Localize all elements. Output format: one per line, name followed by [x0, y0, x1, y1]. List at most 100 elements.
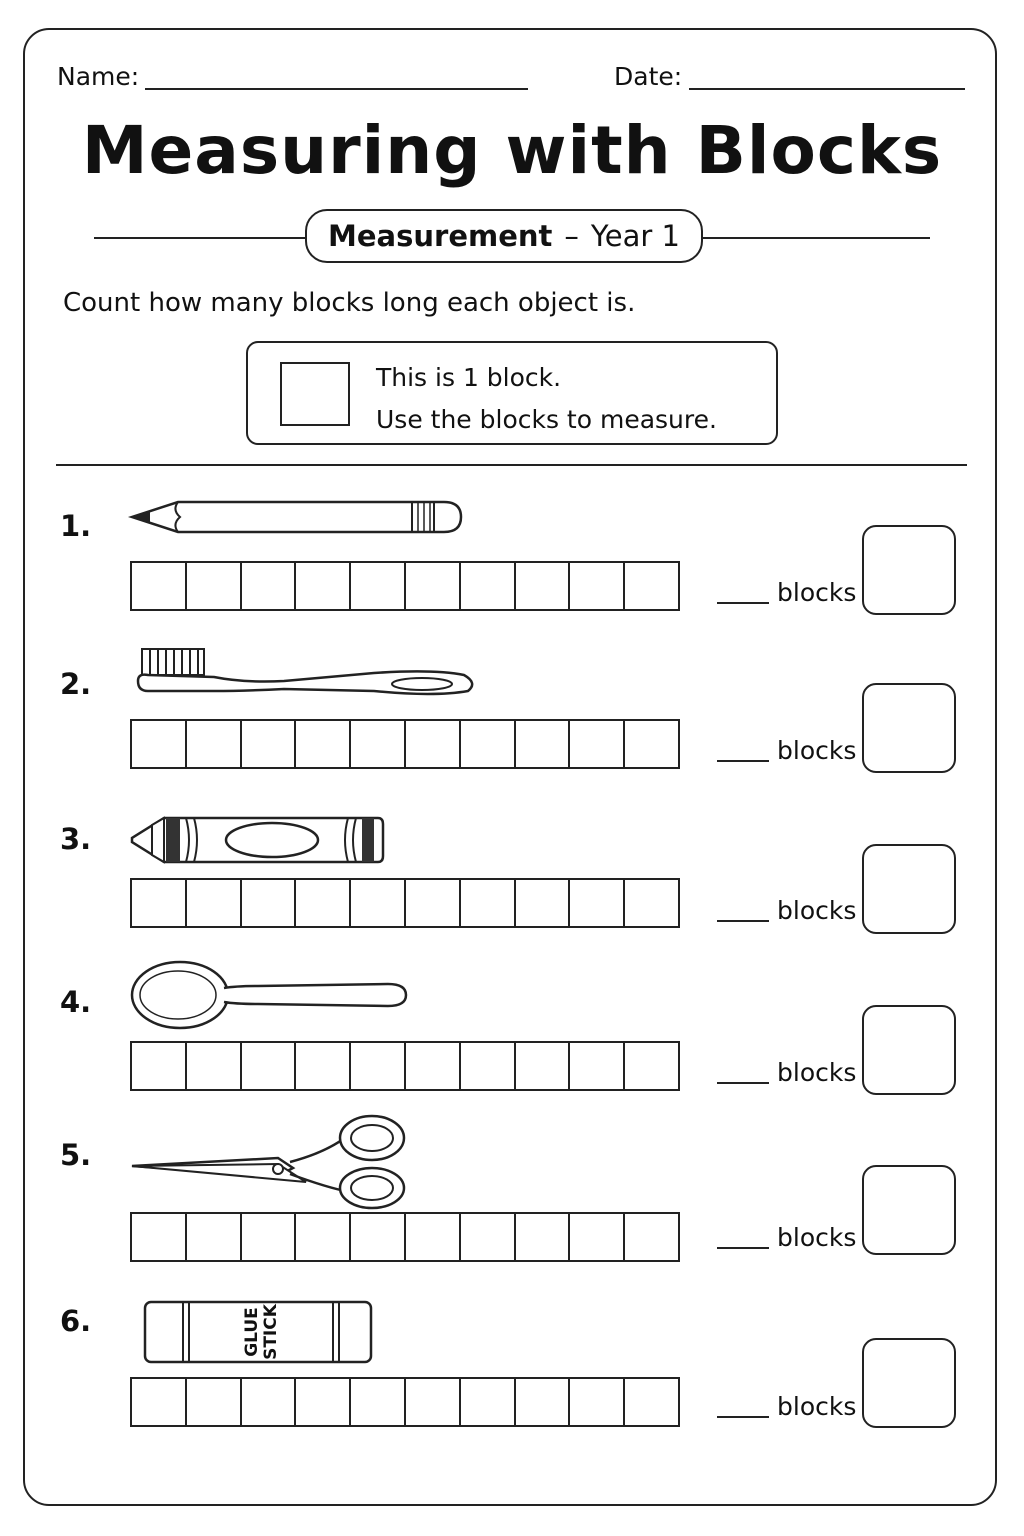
block-cell: [516, 1379, 571, 1425]
block-cell: [351, 1379, 406, 1425]
crayon-icon: [130, 816, 385, 864]
block-cell: [625, 1043, 678, 1089]
block-cell: [187, 880, 242, 926]
block-cell: [625, 1214, 678, 1260]
answer-box[interactable]: [862, 525, 956, 615]
block-cell: [625, 563, 678, 609]
block-cell: [570, 721, 626, 767]
name-field[interactable]: [145, 88, 528, 90]
block-cell: [132, 563, 187, 609]
glue-stick-label: GLUE STICK: [217, 1302, 307, 1362]
answer-box[interactable]: [862, 1165, 956, 1255]
block-cell: [242, 1214, 297, 1260]
glue-stick-icon: GLUE STICK: [143, 1300, 373, 1364]
block-cell: [625, 1379, 678, 1425]
date-field[interactable]: [689, 88, 965, 90]
name-label: Name:: [57, 62, 140, 91]
answer-box[interactable]: [862, 1005, 956, 1095]
divider: [56, 464, 967, 466]
block-strip: [130, 561, 680, 611]
block-cell: [242, 721, 297, 767]
block-cell: [516, 563, 571, 609]
block-strip: [130, 719, 680, 769]
block-cell: [187, 1379, 242, 1425]
block-cell: [242, 1043, 297, 1089]
unit-label: blocks: [777, 736, 857, 765]
block-strip: [130, 1041, 680, 1091]
sample-block: [280, 362, 350, 426]
block-cell: [351, 880, 406, 926]
block-cell: [242, 1379, 297, 1425]
block-cell: [461, 721, 516, 767]
block-cell: [296, 563, 352, 609]
block-cell: [461, 880, 516, 926]
block-cell: [625, 721, 678, 767]
glue-stick-text-2: STICK: [260, 1304, 281, 1360]
toothbrush-icon: [136, 648, 474, 696]
unit-label: blocks: [777, 1058, 857, 1087]
unit-label: blocks: [777, 1223, 857, 1252]
block-cell: [242, 563, 297, 609]
instruction-text: Count how many blocks long each object i…: [63, 288, 636, 318]
subtitle-badge: Measurement – Year 1: [305, 209, 703, 263]
count-answer-line[interactable]: [717, 920, 769, 922]
block-cell: [406, 721, 461, 767]
block-cell: [461, 1043, 516, 1089]
block-strip: [130, 878, 680, 928]
worksheet-border: [23, 28, 997, 1506]
block-cell: [132, 721, 187, 767]
block-cell: [406, 1214, 461, 1260]
subtitle-separator: –: [564, 219, 579, 253]
subtitle-rule-right: [702, 237, 930, 239]
subtitle-level: Year 1: [590, 219, 680, 253]
unit-label: blocks: [777, 1392, 857, 1421]
item-number: 4.: [60, 985, 92, 1019]
block-cell: [296, 1043, 352, 1089]
count-answer-line[interactable]: [717, 1082, 769, 1084]
block-cell: [461, 1379, 516, 1425]
block-cell: [406, 1379, 461, 1425]
block-cell: [570, 880, 626, 926]
block-key: This is 1 block. Use the blocks to measu…: [246, 341, 778, 445]
unit-label: blocks: [777, 578, 857, 607]
block-strip: [130, 1212, 680, 1262]
block-cell: [132, 1214, 187, 1260]
answer-box[interactable]: [862, 844, 956, 934]
block-cell: [296, 1379, 352, 1425]
subtitle-topic: Measurement: [328, 219, 553, 253]
glue-stick-text-1: GLUE: [241, 1307, 262, 1357]
unit-label: blocks: [777, 896, 857, 925]
block-cell: [351, 1214, 406, 1260]
item-number: 6.: [60, 1304, 92, 1338]
key-line-1: This is 1 block.: [376, 363, 562, 392]
answer-box[interactable]: [862, 683, 956, 773]
item-number: 1.: [60, 509, 92, 543]
count-answer-line[interactable]: [717, 1247, 769, 1249]
block-cell: [351, 721, 406, 767]
block-cell: [516, 1214, 571, 1260]
block-cell: [187, 1043, 242, 1089]
block-cell: [187, 721, 242, 767]
block-cell: [406, 880, 461, 926]
block-cell: [570, 1043, 626, 1089]
key-line-2: Use the blocks to measure.: [376, 405, 717, 434]
item-number: 2.: [60, 667, 92, 701]
block-cell: [351, 1043, 406, 1089]
block-cell: [296, 1214, 352, 1260]
block-cell: [406, 563, 461, 609]
spoon-icon: [130, 960, 408, 1030]
key-text: This is 1 block. Use the blocks to measu…: [376, 357, 717, 441]
block-cell: [296, 721, 352, 767]
block-cell: [132, 1043, 187, 1089]
answer-box[interactable]: [862, 1338, 956, 1428]
count-answer-line[interactable]: [717, 1416, 769, 1418]
block-cell: [351, 563, 406, 609]
count-answer-line[interactable]: [717, 602, 769, 604]
block-cell: [296, 880, 352, 926]
count-answer-line[interactable]: [717, 760, 769, 762]
block-cell: [187, 563, 242, 609]
block-cell: [516, 880, 571, 926]
block-cell: [406, 1043, 461, 1089]
block-cell: [570, 1379, 626, 1425]
subtitle-rule-left: [94, 237, 306, 239]
